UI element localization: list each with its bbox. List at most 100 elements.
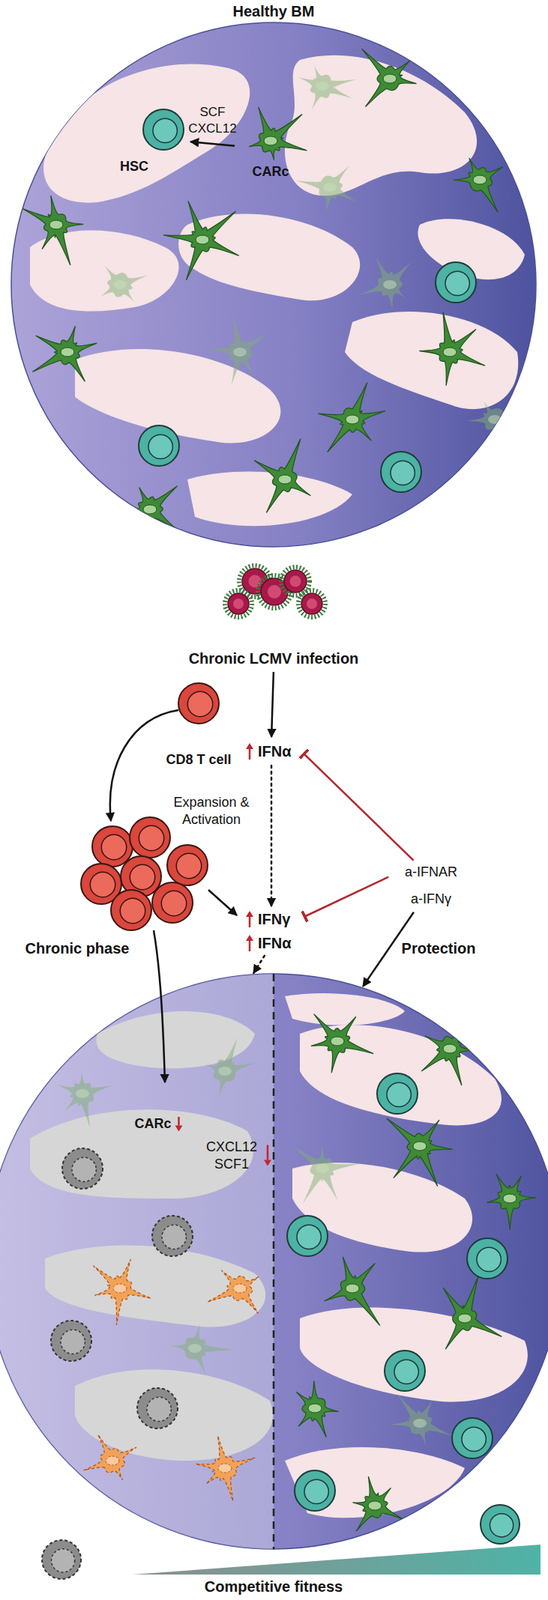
edge-label: SCF CXCL12: [183, 104, 243, 138]
arrow-head: [263, 1161, 272, 1168]
cell-nucleus: [89, 872, 115, 898]
stem-cell: [452, 1419, 493, 1460]
cell-nucleus: [443, 1045, 457, 1055]
stromal-cell: [386, 1119, 453, 1188]
annotation-label: Competitive fitness: [204, 1578, 343, 1597]
virus-particle: [227, 593, 249, 615]
secretion-arrow: [208, 890, 237, 917]
stromal-cell: [311, 1015, 374, 1075]
lumen-area: [299, 1308, 528, 1404]
divider-line: [272, 974, 276, 1551]
node-text: CARc: [251, 164, 289, 181]
t-cell: [152, 883, 193, 924]
stromal-cell: [297, 65, 357, 111]
cell-nucleus: [188, 1344, 202, 1354]
stem-cell: [384, 1351, 426, 1393]
connector-arrow: [270, 766, 273, 908]
virus-particle: [301, 593, 323, 615]
stem-cell: [143, 109, 184, 150]
cell-nucleus: [278, 475, 292, 485]
cell-nucleus: [75, 1090, 90, 1099]
cell-nucleus: [386, 1083, 411, 1108]
cell-label-box: CD8 T cell: [153, 678, 244, 773]
arrow-shaft: [266, 1146, 270, 1162]
cell-nucleus: [233, 347, 247, 357]
virus-core: [290, 576, 302, 588]
lumen-area: [74, 349, 281, 444]
cell-nucleus: [445, 271, 470, 296]
stromal-cell: [56, 1072, 114, 1130]
cell-nucleus: [413, 1419, 427, 1429]
region-circle: Chronic phaseProtection: [0, 937, 548, 1552]
virus-box: Chronic LCMV infection: [168, 565, 379, 671]
cell-nucleus: [304, 1480, 329, 1505]
t-cell: [110, 890, 152, 932]
node-text: a-IFNAR: [404, 865, 458, 882]
damaged-stromal-cell: [206, 1271, 259, 1315]
annotation-label: CXCL12 SCF1: [201, 1139, 262, 1174]
node-text: a-IFNγ: [410, 892, 452, 909]
cell-label-box: CARc: [236, 108, 306, 184]
cell-nucleus: [503, 1194, 517, 1204]
stromal-cell: [206, 314, 269, 387]
cell-nucleus: [476, 1248, 501, 1273]
unfit-stem-cell: [50, 1321, 92, 1363]
inhibition-line: [305, 877, 390, 918]
cell-nucleus: [176, 853, 201, 879]
cell-nucleus: [383, 74, 397, 84]
connector-arrow: [190, 141, 235, 147]
chronic-arrow: [153, 931, 165, 1084]
cell-nucleus: [50, 1550, 75, 1574]
stromal-cell: [421, 1024, 477, 1088]
unfit-stem-cell: [41, 1541, 81, 1581]
arrow-shaft: [248, 749, 252, 761]
t-cell: [167, 845, 208, 887]
cell-nucleus: [345, 415, 360, 425]
unfit-stem-cell: [137, 1389, 178, 1430]
stromal-cell: [169, 1324, 235, 1377]
cell-nucleus: [187, 691, 213, 717]
stromal-cell: [443, 1277, 502, 1351]
cell-nucleus: [148, 434, 173, 459]
cell-nucleus: [461, 1428, 486, 1453]
node-text: IFNγ: [257, 910, 291, 929]
lumen-area: [284, 994, 405, 1027]
cell-nucleus: [113, 1284, 127, 1294]
heading-text: Healthy BM: [233, 2, 315, 21]
stromal-cell: [63, 44, 123, 93]
decrease-arrow: [175, 1117, 183, 1133]
increase-arrow: [245, 935, 254, 953]
stromal-cell: [362, 48, 417, 107]
damaged-stromal-cell: [195, 1436, 255, 1503]
stromal-cell: [99, 265, 148, 303]
stromal-cell: [419, 311, 486, 387]
t-cell: [178, 683, 219, 725]
cell-nucleus: [489, 1515, 513, 1539]
virus-spikes: [281, 567, 310, 596]
region-circle: Healthy BM HSC CARc: [0, 0, 548, 552]
cell-nucleus: [119, 898, 145, 924]
increase-arrow: [245, 743, 254, 761]
node-text: Chronic LCMV infection: [188, 649, 360, 668]
connector-arrow: [253, 956, 265, 975]
protected-half: [273, 994, 528, 1519]
cell-nucleus: [218, 1464, 232, 1474]
cells-and-virus: [41, 565, 520, 1581]
stem-cell: [294, 1471, 336, 1513]
node-text: HSC: [119, 158, 149, 176]
cell-nucleus: [195, 235, 210, 245]
node-text: IFNα: [257, 934, 292, 953]
cell-nucleus: [60, 347, 75, 357]
cell-nucleus: [413, 1142, 427, 1152]
virus-core: [267, 585, 282, 599]
cell-nucleus: [138, 826, 164, 851]
inhibition-line: [304, 754, 414, 862]
arrow-shaft: [177, 1117, 180, 1127]
marrow-circle: [11, 22, 537, 548]
stromal-cell: [453, 158, 504, 213]
cytokine-box: IFNα: [241, 739, 302, 765]
lumen-area: [284, 1448, 465, 1519]
marrow-areas: [0, 959, 528, 1575]
stromal-cell: [293, 1145, 362, 1204]
